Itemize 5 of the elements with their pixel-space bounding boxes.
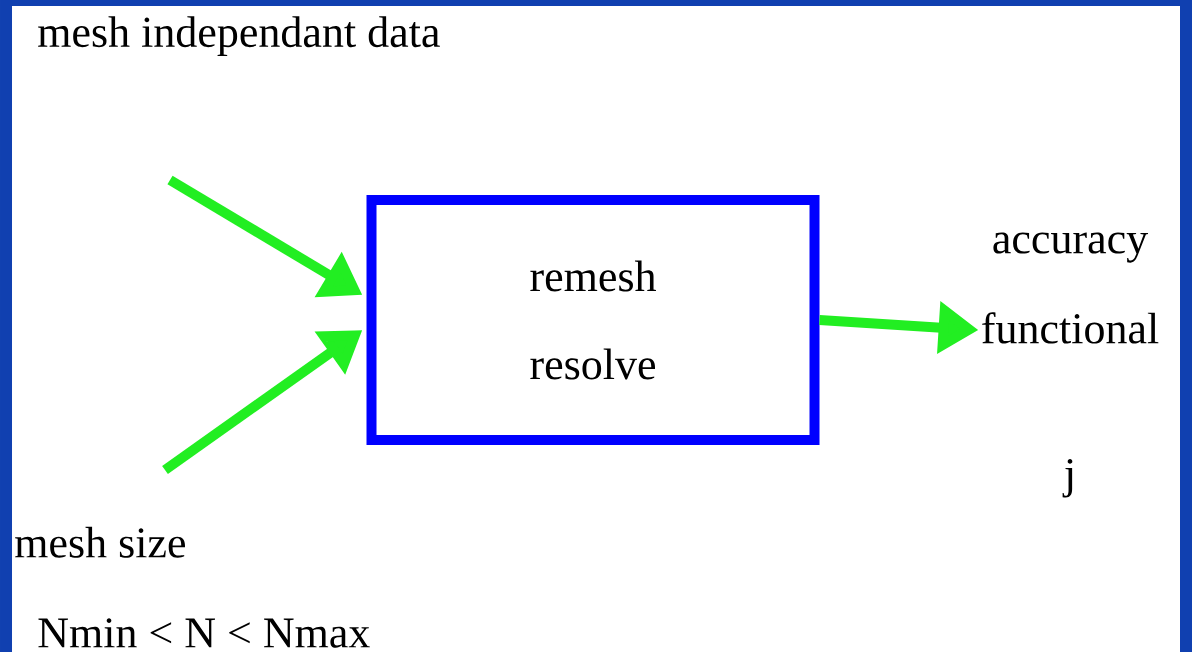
caption-text: mesh size	[15, 526, 185, 558]
output-text: accuracy functional j	[982, 232, 1159, 498]
caption-text: Nmin < N < Nmax	[38, 618, 370, 648]
process-box: remesh resolve	[366, 195, 820, 445]
caption-text: mesh independant data	[38, 16, 440, 57]
